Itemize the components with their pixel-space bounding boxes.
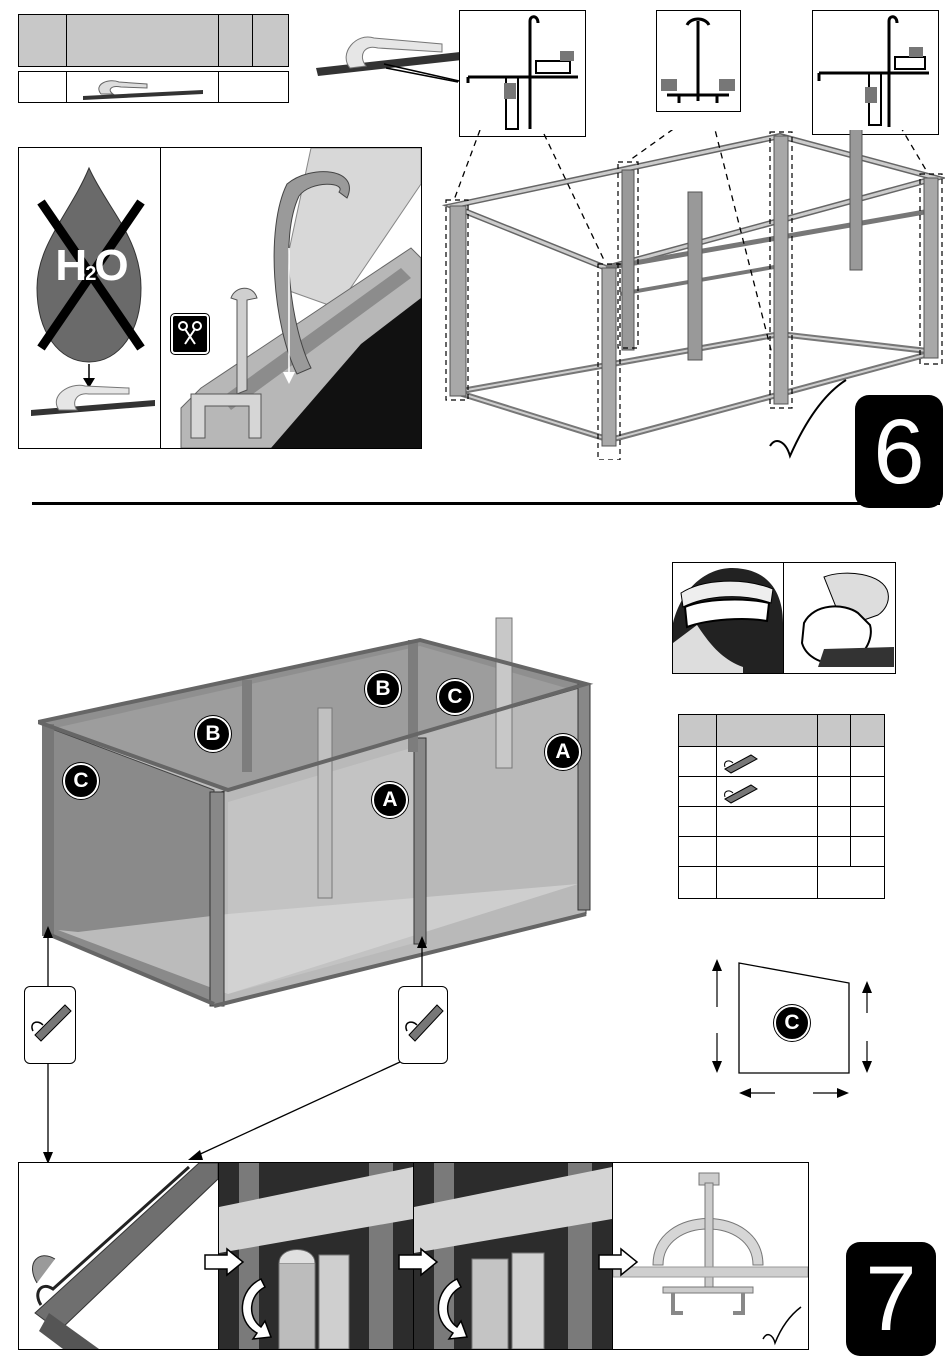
no-water-label-main: H xyxy=(55,241,85,290)
profile-piece-icon xyxy=(719,749,759,775)
next-step-arrow xyxy=(597,1247,641,1277)
section-divider xyxy=(32,502,940,505)
step-number-6: 6 xyxy=(855,395,943,508)
parts-table-step6 xyxy=(18,14,289,67)
water-droplet-icon: H2O xyxy=(49,244,133,288)
panel-label-b: B xyxy=(195,716,231,752)
no-water-label-end: O xyxy=(94,241,126,290)
rotate-arrow-icon xyxy=(231,1273,289,1343)
profile-callout-right xyxy=(398,986,448,1064)
panel-label-c: C xyxy=(437,679,473,715)
safety-gloves-icon xyxy=(784,563,895,673)
assembled-cross-section xyxy=(613,1163,808,1349)
profile-detail-corner-right xyxy=(812,10,939,135)
no-water-label-sub: 2 xyxy=(85,263,94,285)
adhesive-tape-icon xyxy=(67,72,219,103)
installation-sequence-strip xyxy=(18,1162,809,1350)
profile-detail-center xyxy=(656,10,741,112)
safety-goggles-icon xyxy=(673,563,784,673)
step-number-7: 7 xyxy=(846,1242,936,1356)
scissors-icon xyxy=(171,314,209,354)
profile-detail-corner-left xyxy=(459,10,586,137)
safety-icons-box xyxy=(672,562,896,674)
rotate-arrow-icon xyxy=(427,1273,485,1343)
panel-label-a: A xyxy=(372,782,408,818)
panel-label-a: A xyxy=(545,734,581,770)
panel-label-b: B xyxy=(365,671,401,707)
parts-table-step7 xyxy=(678,714,885,899)
profile-closeup xyxy=(19,1163,219,1349)
profile-piece-icon xyxy=(719,779,759,805)
profile-cutaway-image xyxy=(160,147,422,449)
profile-callout-left xyxy=(24,986,76,1064)
panel-label-c-detail: C xyxy=(774,1005,810,1041)
parts-table-step6-row xyxy=(18,71,289,103)
no-water-panel: H2O xyxy=(18,147,161,449)
panel-label-c: C xyxy=(63,763,99,799)
